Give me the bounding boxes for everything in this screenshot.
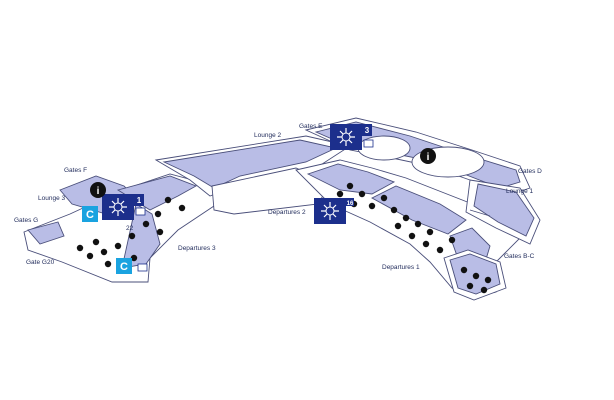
label-departures-1: Departures 1 — [382, 264, 420, 271]
label-gates-bc: Gates B-C — [504, 253, 535, 260]
lounge-marker-1[interactable]: 16 — [314, 198, 354, 224]
seating-icon — [114, 242, 122, 250]
seating-icon — [402, 214, 410, 222]
seating-icon — [128, 232, 136, 240]
info-marker-right[interactable]: i — [420, 148, 436, 164]
svg-text:i: i — [97, 186, 100, 197]
lounge-marker-3[interactable]: 1 — [102, 194, 146, 220]
seating-icon — [484, 276, 492, 284]
svg-text:C: C — [86, 209, 94, 221]
seating-icon — [426, 228, 434, 236]
mail-icon — [363, 139, 374, 148]
right-gate-arm — [465, 179, 541, 245]
label-lounge-3: Lounge 3 — [38, 195, 65, 202]
info-marker-left[interactable]: i — [90, 182, 106, 198]
seating-icon — [390, 206, 398, 214]
label-gate-g20: Gate G20 — [26, 259, 55, 266]
gate-number: 16 — [347, 201, 354, 207]
label-departures-2: Departures 2 — [268, 209, 306, 216]
seating-icon — [164, 196, 172, 204]
seating-icon — [436, 246, 444, 254]
seating-icon — [394, 222, 402, 230]
cafe-marker-left[interactable]: C — [82, 206, 98, 222]
seating-icon — [178, 204, 186, 212]
seating-icon — [130, 254, 138, 262]
seating-icon — [104, 260, 112, 268]
seating-icon — [448, 236, 456, 244]
seating-icon — [86, 252, 94, 260]
seating-icon — [422, 240, 430, 248]
seating-icon — [154, 210, 162, 218]
svg-text:C: C — [120, 261, 128, 273]
info-icon — [90, 182, 106, 198]
gate-number: 22 — [126, 225, 134, 232]
lounge-marker-2[interactable]: 3 — [330, 124, 374, 150]
seating-icon — [92, 238, 100, 246]
svg-text:i: i — [427, 152, 430, 163]
label-gates-d: Gates D — [518, 168, 542, 175]
seating-area — [76, 182, 492, 294]
cafe-icon — [116, 258, 132, 274]
seating-icon — [358, 190, 366, 198]
seating-icon — [414, 220, 422, 228]
cafe-icon — [82, 206, 98, 222]
label-lounge-2: Lounge 2 — [254, 132, 281, 139]
seating-icon — [380, 194, 388, 202]
lounge-number: 3 — [365, 126, 370, 135]
seating-icon — [460, 266, 468, 274]
seating-icon — [346, 182, 354, 190]
mail-icon — [137, 263, 148, 272]
label-lounge-1: Lounge 1 — [506, 188, 533, 195]
seating-icon — [480, 286, 488, 294]
seating-icon — [156, 228, 164, 236]
seating-icon — [76, 244, 84, 252]
label-gates-f: Gates F — [64, 167, 87, 174]
seating-icon — [368, 202, 376, 210]
lounge-number: 1 — [137, 196, 142, 205]
mail-icon — [135, 207, 146, 216]
label-gates-g: Gates G — [14, 217, 38, 224]
seating-icon — [408, 232, 416, 240]
label-departures-3: Departures 3 — [178, 245, 216, 252]
cafe-marker-bottom[interactable]: C — [116, 258, 148, 274]
central-connector — [154, 135, 352, 215]
seating-icon — [142, 220, 150, 228]
seating-icon — [466, 282, 474, 290]
seating-icon — [472, 272, 480, 280]
seating-icon — [336, 190, 344, 198]
info-icon — [420, 148, 436, 164]
label-gates-e: Gates E — [299, 123, 323, 130]
seating-icon — [100, 248, 108, 256]
